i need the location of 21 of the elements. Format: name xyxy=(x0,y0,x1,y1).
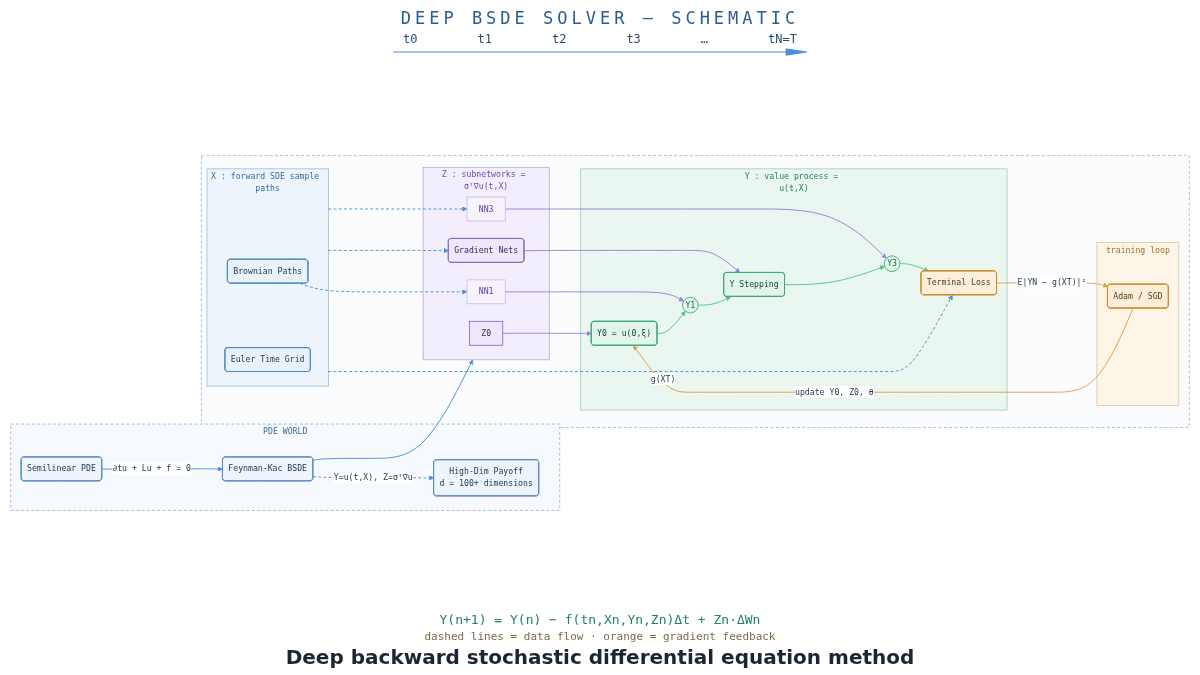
node-circle: Y1 xyxy=(682,296,699,314)
edge-label: g(XT) xyxy=(650,374,676,384)
edge-label: Y=u(t,X), Z=σᵀ∇u xyxy=(333,472,413,483)
time-tick-label: t2 xyxy=(551,32,567,46)
time-tick-label: t3 xyxy=(626,32,641,46)
node-box: NN3 xyxy=(466,196,506,222)
edge-label: update Y0, Z0, θ xyxy=(795,387,874,397)
time-tick-label: t0 xyxy=(403,32,418,46)
cluster xyxy=(201,155,1190,428)
node-circle: Y3 xyxy=(883,255,901,272)
node-box: Z0 xyxy=(469,320,504,346)
time-tick-label: tN=T xyxy=(768,32,797,46)
time-tick-label: … xyxy=(700,32,709,46)
note-text: dashed lines = data flow · orange = gradient feedback xyxy=(424,630,776,643)
caption: Deep backward stochastic differential equation method xyxy=(285,645,915,669)
diagram-title: DEEP BSDE SOLVER — SCHEMATIC xyxy=(400,8,800,28)
edge-label: E|YN − g(XT)|² xyxy=(1017,277,1087,288)
node-box: NN1 xyxy=(466,279,506,305)
formula-text: Y(n+1) = Y(n) − f(tn,Xn,Yn,Zn)Δt + Zn·ΔWn xyxy=(439,612,761,627)
edge-label: ∂tu + Lu + f = 0 xyxy=(112,463,191,474)
time-tick-label: t1 xyxy=(477,32,492,46)
